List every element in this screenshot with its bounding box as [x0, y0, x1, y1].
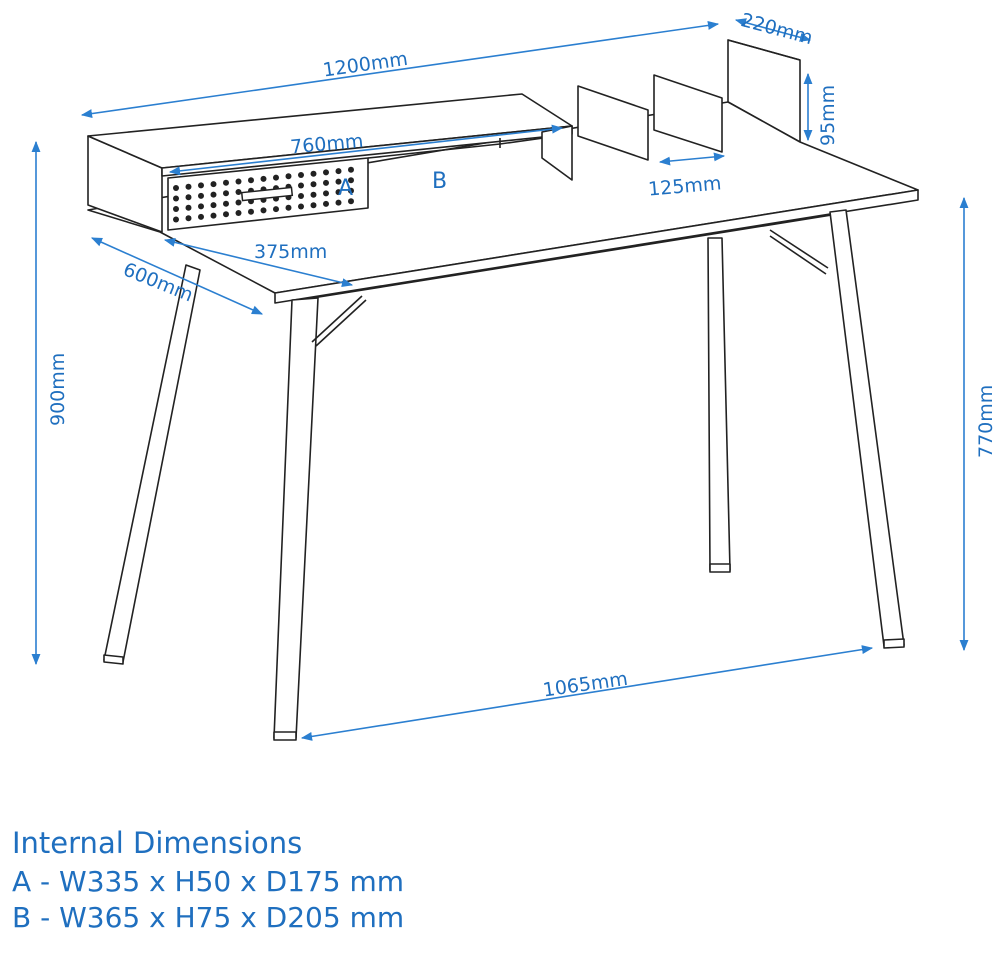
label-shelf-height: 95mm: [817, 85, 839, 146]
perforation-dot: [335, 199, 342, 206]
perforation-dot: [298, 172, 304, 178]
leg-back-center: [707, 237, 731, 571]
perforation-dot: [173, 195, 179, 202]
perforation-dot: [298, 203, 304, 210]
label-width-top: 1200mm: [321, 48, 409, 82]
perforation-dot: [348, 187, 354, 194]
leg-front-center: [273, 297, 319, 739]
perforation-dot: [198, 203, 204, 210]
perforation-dot: [223, 200, 229, 207]
perforation-dot: [223, 179, 229, 186]
perforation-dot: [248, 177, 254, 184]
label-height-total: 900mm: [47, 353, 69, 426]
label-depth-desk: 600mm: [120, 259, 196, 307]
label-leg-span: 1065mm: [541, 668, 629, 702]
perforation-dot: [185, 215, 192, 222]
legend-title: Internal Dimensions: [12, 826, 303, 860]
perforation-dot: [173, 185, 179, 191]
perforation-dot: [235, 199, 242, 206]
perforation-dot: [198, 182, 204, 189]
label-compartment-a: A: [338, 176, 353, 201]
perforation-dot: [185, 194, 192, 201]
perforation-dot: [235, 178, 242, 185]
perforation-dot: [210, 202, 217, 209]
perforation-dot: [210, 191, 217, 198]
dimension-lines: [31, 18, 969, 741]
perforation-dot: [298, 193, 304, 199]
perforation-dot: [235, 210, 242, 216]
perforation-dot: [310, 170, 317, 177]
label-depth-shelf: 220mm: [739, 9, 815, 49]
label-drawer-depth: 375mm: [254, 241, 327, 263]
perforation-dot: [210, 181, 217, 188]
perforation-dot: [310, 202, 317, 209]
label-height-desk: 770mm: [975, 385, 997, 458]
desk-top-edge: [274, 189, 919, 304]
perforation-dot: [198, 192, 204, 199]
perforation-dot: [323, 200, 329, 207]
perforation-dot: [348, 177, 354, 184]
perforation-dot: [323, 179, 329, 186]
perforation-dot: [273, 206, 279, 213]
drawer-handle: [240, 186, 294, 202]
legend-row-a: A - W335 x H50 x D175 mm: [12, 865, 405, 898]
perforation-dot: [348, 198, 354, 205]
perforation-dot: [310, 181, 317, 188]
perforation-dot: [210, 212, 217, 219]
perforation-dot: [235, 189, 242, 195]
perforation-dot: [335, 178, 342, 185]
label-compartment-b: B: [432, 169, 447, 194]
perforation-dot: [323, 190, 329, 197]
perforation-dot: [173, 216, 179, 223]
drawer-perforations: [173, 166, 354, 223]
perforation-dot: [285, 204, 292, 211]
perforation-dot: [335, 189, 342, 196]
perforation-dot: [185, 204, 192, 211]
perforation-dot: [285, 173, 292, 180]
dimension-labels: 1200mm 220mm 95mm 760mm 125mm 375mm 600m…: [47, 9, 997, 702]
leg-back-right: [829, 209, 905, 647]
perforation-dot: [260, 175, 267, 182]
perforation-dot: [348, 166, 354, 173]
brace-right: [769, 229, 829, 269]
leg-front-left: [103, 264, 201, 663]
internal-dimensions-legend: Internal Dimensions A - W335 x H50 x D17…: [12, 826, 612, 936]
legend-row-b: B - W365 x H75 x D205 mm: [12, 901, 405, 934]
perforation-dot: [248, 208, 254, 215]
perforation-dot: [260, 207, 267, 214]
perforation-dot: [185, 183, 192, 190]
desk-dimension-diagram: 1200mm 220mm 95mm 760mm 125mm 375mm 600m…: [31, 9, 997, 741]
perforation-dot: [323, 169, 329, 176]
brace-left: [311, 295, 363, 343]
perforation-dot: [223, 190, 229, 197]
desk-drawing: [87, 39, 919, 741]
perforation-dot: [223, 211, 229, 218]
perforation-dot: [273, 174, 279, 181]
perforation-dot: [173, 206, 179, 212]
perforation-dot: [198, 213, 204, 220]
perforation-dot: [310, 191, 317, 198]
perforation-dot: [335, 168, 342, 175]
perforation-dot: [298, 182, 304, 189]
